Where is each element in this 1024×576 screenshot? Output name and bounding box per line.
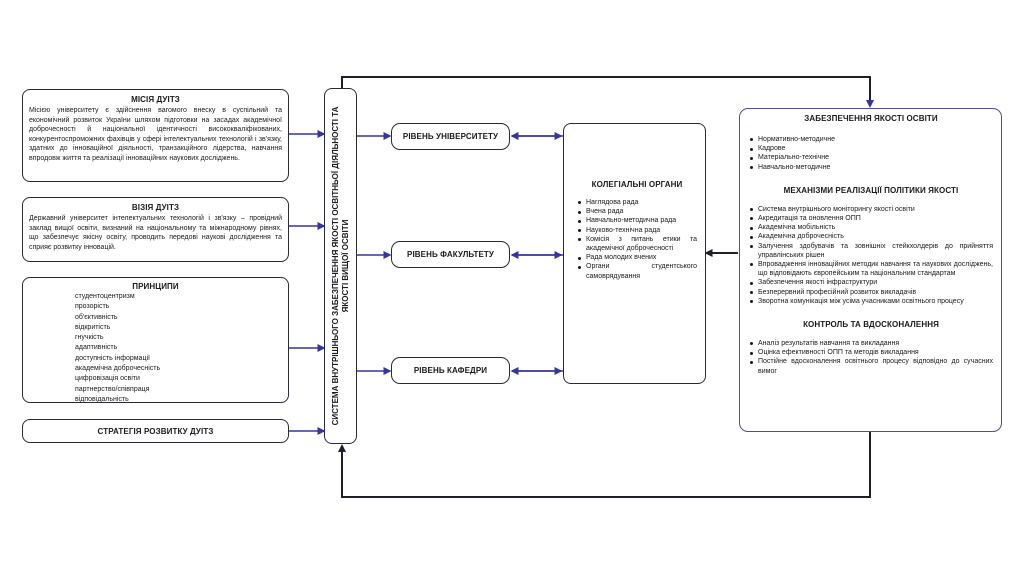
mechanism-item: Залучення здобувачів та зовнішніх стейкх… [749,242,993,260]
collegial-item: Навчально-методична рада [577,216,697,225]
level-faculty-label: РІВЕНЬ ФАКУЛЬТЕТУ [407,250,494,259]
strategy-box: СТРАТЕГІЯ РОЗВИТКУ ДУІТЗ [22,419,289,443]
mechanism-item: Безперервний професійний розвиток виклад… [749,288,993,297]
collegial-item: Наглядова рада [577,198,697,207]
mechanism-item: Впровадження інноваційних методик навчан… [749,260,993,278]
collegial-item: Науково-технічна рада [577,226,697,235]
control-item: Постійне вдосконалення освітнього процес… [749,357,993,375]
collegial-item: Рада молодих вчених [577,253,697,262]
principle-item: об'єктивність [75,313,118,321]
strategy-title: СТРАТЕГІЯ РОЗВИТКУ ДУІТЗ [97,426,214,436]
mechanism-item: Зворотна комунікація між усіма учасникам… [749,297,993,306]
quality-item: Навчально-методичне [749,163,993,172]
level-department-box: РІВЕНЬ КАФЕДРИ [391,357,510,384]
vision-text: Державний університет інтелектуальних те… [29,215,282,251]
quality-box: ЗАБЕЗПЕЧЕННЯ ЯКОСТІ ОСВІТИ Нормативно-ме… [739,108,1002,432]
control-item: Аналіз результатів навчання та викладанн… [749,339,993,348]
quality-section3-title: КОНТРОЛЬ ТА ВДОСКОНАЛЕННЯ [803,320,939,330]
principles-list: студентоцентризм прозорість об'єктивність в… [75,292,282,405]
collegial-item: Органи студентського самоврядування [577,262,697,280]
quality-item: Нормативно-методичне [749,135,993,144]
principle-item: партнерство/співпраця [75,385,150,393]
arrow-top-loop [341,76,871,106]
mission-box: МІСІЯ ДУІТЗ Місією університету є здійсн… [22,89,289,182]
quality-item: Кадрове [749,144,993,153]
principles-box: ПРИНЦИПИ студентоцентризм прозорість об'єк… [22,277,289,403]
level-university-box: РІВЕНЬ УНІВЕРСИТЕТУ [391,123,510,150]
principle-item: цифровізація освіти [75,375,140,383]
mechanism-item: Акредитація та оновлення ОПП [749,214,993,223]
quality-item: Матеріально-технічне [749,153,993,162]
mechanism-item: Система внутрішнього моніторингу якості … [749,205,993,214]
quality-section3-list: Аналіз результатів навчання та викладанн… [749,339,993,376]
quality-section2-title: МЕХАНІЗМИ РЕАЛІЗАЦІЇ ПОЛІТИКИ ЯКОСТІ [783,185,959,195]
principle-item: адаптивність [75,344,118,352]
quality-section2-list: Система внутрішнього моніторингу якості … [749,205,993,306]
principle-item: студентоцентризм [75,293,135,300]
collegial-title: КОЛЕГІАЛЬНІ ОРГАНИ [591,180,683,189]
vision-box: ВІЗІЯ ДУІТЗ Державний університет інтеле… [22,197,289,262]
mechanism-item: Забезпечення якості інфраструктури [749,278,993,287]
arrow-bottom-loop [341,432,871,498]
level-university-label: РІВЕНЬ УНІВЕРСИТЕТУ [402,132,499,141]
principle-item: прозорість [75,303,110,311]
system-box: СИСТЕМА ВНУТРІШНЬОГО ЗАБЕЗПЕЧЕННЯ ЯКОСТІ… [324,88,357,444]
control-item: Оцінка ефективності ОПП та методів викла… [749,348,993,357]
principle-item: відкритість [75,323,111,331]
mission-title: МІСІЯ ДУІТЗ [131,95,180,104]
level-faculty-box: РІВЕНЬ ФАКУЛЬТЕТУ [391,241,510,268]
vision-title: ВІЗІЯ ДУІТЗ [131,203,180,212]
mechanism-item: Академічна доброчесність [749,232,993,241]
collegial-item: Комісія з питань етики та академічної до… [577,235,697,253]
mechanism-item: Академічна мобільність [749,223,993,232]
level-department-label: РІВЕНЬ КАФЕДРИ [413,366,488,375]
mission-text: Місією університету є здійснення вагомог… [29,107,282,162]
principle-item: відповідальність [75,395,129,403]
collegial-item: Вчена рада [577,207,697,216]
principle-item: академічна доброчесність [75,365,161,373]
principle-item: гнучкість [75,334,104,342]
principles-title: ПРИНЦИПИ [132,282,179,291]
quality-section1-title: ЗАБЕЗПЕЧЕННЯ ЯКОСТІ ОСВІТИ [804,114,938,123]
principle-item: доступність інформації [75,354,150,362]
system-title: СИСТЕМА ВНУТРІШНЬОГО ЗАБЕЗПЕЧЕННЯ ЯКОСТІ… [330,106,350,426]
